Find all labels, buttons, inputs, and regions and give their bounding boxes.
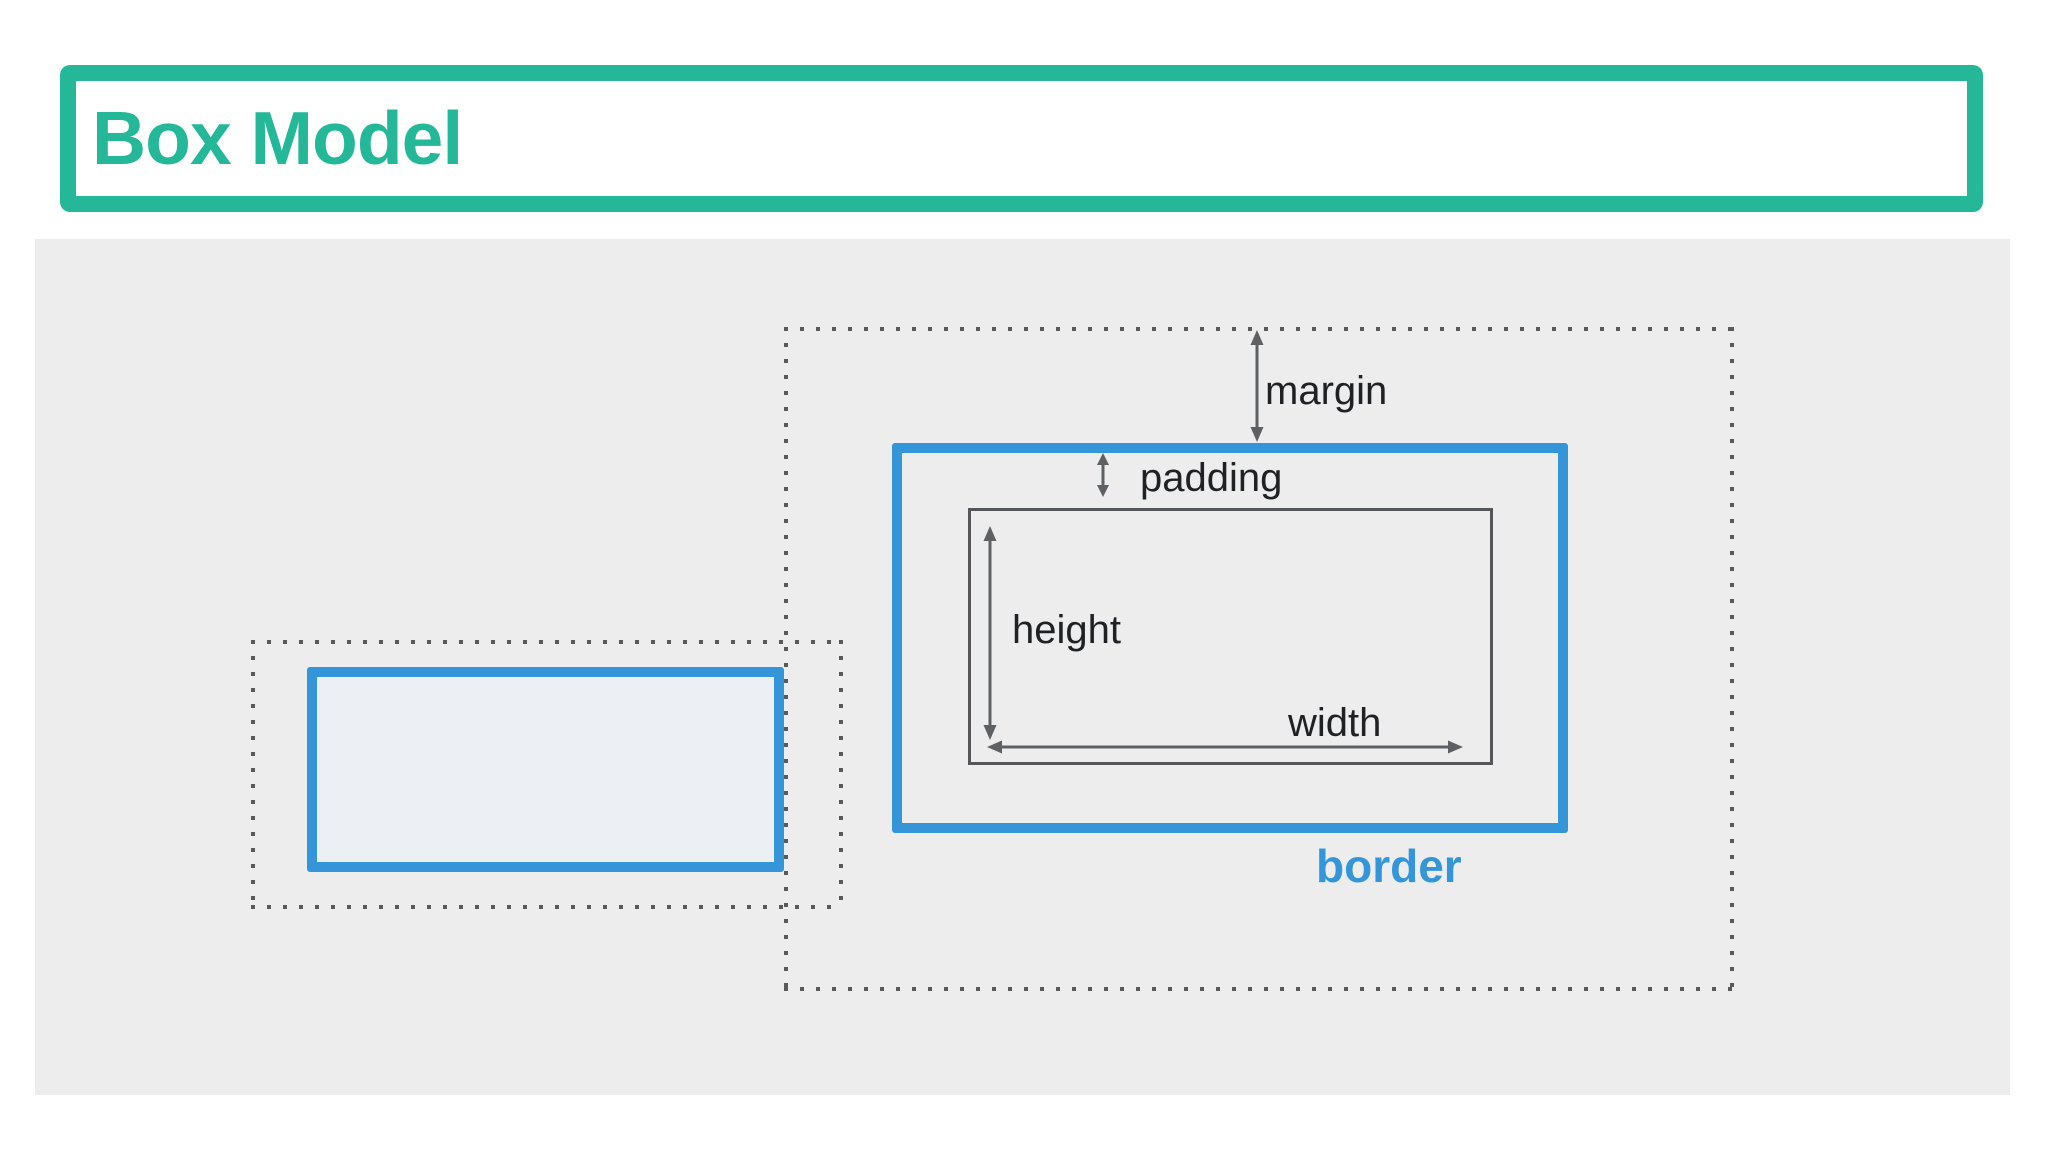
border-label: border <box>1316 840 1462 892</box>
dotted-edge-bottom <box>251 905 843 909</box>
example-border-box <box>307 667 784 872</box>
margin-extent-box <box>784 327 1734 991</box>
slide-title-bar: Box Model <box>60 65 1983 212</box>
page-title: Box Model <box>92 96 463 180</box>
dotted-edge-right <box>839 640 843 909</box>
height-label: height <box>1012 608 1121 652</box>
margin-label: margin <box>1265 369 1388 413</box>
dotted-edge-bottom <box>784 987 1734 991</box>
height-arrow <box>978 525 1002 741</box>
dotted-edge-left <box>251 640 255 909</box>
margin-arrow <box>1245 329 1269 443</box>
dotted-edge-top <box>251 640 843 644</box>
width-arrow <box>986 735 1464 759</box>
content-box <box>968 508 1493 765</box>
padding-label: padding <box>1140 456 1283 500</box>
dotted-edge-top <box>784 327 1734 331</box>
padding-arrow <box>1092 452 1114 498</box>
dotted-edge-left <box>784 327 788 991</box>
border-box <box>892 443 1568 833</box>
width-label: width <box>1288 701 1382 745</box>
dotted-edge-right <box>1730 327 1734 991</box>
example-margin-extent-box <box>251 640 843 909</box>
